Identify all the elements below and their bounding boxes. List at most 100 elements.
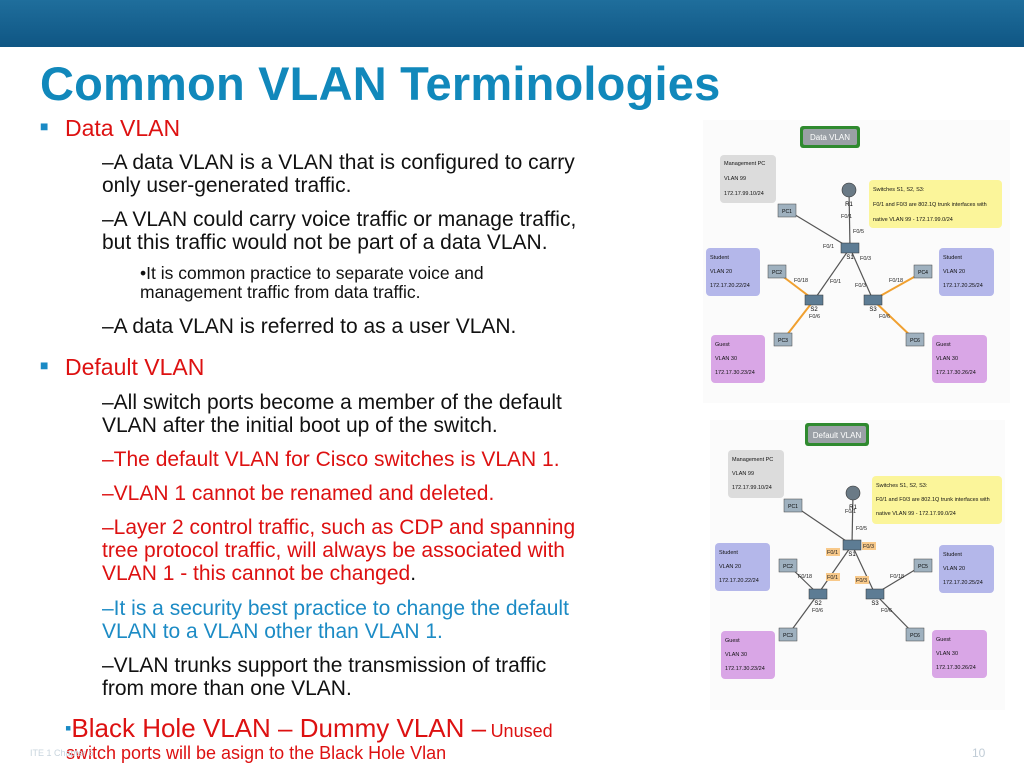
mgmt-pc-text: Management PC VLAN 99 172.17.99.10/24 [732,457,775,491]
pc1-icon [783,498,803,513]
student-left-text: Student VLAN 20 172.17.20.22/24 [710,255,750,289]
guest-right-text: Guest VLAN 30 172.17.30.26/24 [936,342,976,376]
default-vlan-item-2: –The default VLAN for Cisco switches is … [102,448,560,471]
port-label: F0/1 [830,279,841,285]
black-hole-vlan-item: ▪Black Hole VLAN – Dummy VLAN – Unused s… [65,713,553,763]
data-vlan-item-1-line-2: only user-generated traffic. [102,174,352,197]
pc2-label: PC2 [783,564,793,570]
pc6-label: PC6 [910,633,920,639]
data-vlan-heading: ■ Data VLAN [40,115,181,142]
pc5-icon [913,558,933,573]
default-vlan-item-4-line-2: tree protocol traffic, will always be as… [102,539,565,562]
port-label: F0/6 [879,314,890,320]
mgmt-pc-callout [728,450,784,498]
data-vlan-subitem-line-1: •It is common practice to separate voice… [140,263,484,283]
default-vlan-item-5-line-2: VLAN to a VLAN other than VLAN 1. [102,620,443,643]
port-label: F0/18 [890,574,904,580]
pc3-icon [773,332,793,347]
black-hole-vlan-tail: Unused [490,721,553,741]
topology-svg: Default VLAN Management PC VLAN 99 172.1… [715,423,1002,679]
switch-note-text: Switches S1, S2, S3: F0/1 and F0/3 are 8… [876,483,991,517]
switch-s3-label: S3 [871,601,879,607]
port-label: F0/3 [855,283,866,289]
port-label: F0/6 [812,608,823,614]
square-bullet-icon: ■ [40,118,49,134]
pc6-icon [905,332,925,347]
data-vlan-topology-diagram: Data VLAN Management PC VLAN 99 172.17.9… [703,120,1010,403]
switch-s1-icon [840,242,860,254]
default-vlan-heading: ■ Default VLAN [40,354,204,381]
port-label: F0/5 [856,526,867,532]
guest-right-callout [932,630,987,678]
pc3-label: PC3 [778,338,788,344]
student-left-text: Student VLAN 20 172.17.20.22/24 [719,550,759,584]
port-label: F0/18 [798,574,812,580]
port-label: F0/1 [841,214,852,220]
guest-left-callout [711,335,765,383]
port-label: F0/18 [889,278,903,284]
black-hole-bullet-icon: ▪ [65,718,72,738]
pc3-icon [778,627,798,642]
pc6-label: PC6 [910,338,920,344]
page-number: 10 [972,746,986,760]
student-left-callout [715,543,770,591]
student-left-callout [706,248,760,296]
pc2-icon [778,558,798,573]
port-label: F0/1 [823,244,834,250]
student-right-text: Student VLAN 20 172.17.20.25/24 [943,255,983,289]
switch-s2-icon [808,588,828,600]
router-label: R1 [849,505,857,511]
data-vlan-heading-text: Data VLAN [65,115,181,141]
pc2-icon [767,264,787,279]
slide-title: Common VLAN Terminologies [40,57,721,110]
default-vlan-topology-diagram: Default VLAN Management PC VLAN 99 172.1… [710,420,1005,710]
data-vlan-subitem: •It is common practice to separate voice… [140,264,484,302]
router-label: R1 [845,202,853,208]
data-vlan-item-1-line-1: –A data VLAN is a VLAN that is configure… [102,151,575,174]
default-vlan-item-6-line-1: –VLAN trunks support the transmission of… [102,654,547,677]
slide-content: ■ Data VLAN –A data VLAN is a VLAN that … [40,115,577,763]
footer-chapter-label: ITE 1 Chapter 6 [30,748,94,758]
guest-left-callout [721,631,775,679]
guest-left-text: Guest VLAN 30 172.17.30.23/24 [725,638,765,672]
student-right-text: Student VLAN 20 172.17.20.25/24 [943,552,983,586]
default-vlan-item-5: –It is a security best practice to chang… [102,597,569,643]
square-bullet-icon: ■ [40,357,49,373]
guest-left-text: Guest VLAN 30 172.17.30.23/24 [715,342,755,376]
pc2-label: PC2 [772,270,782,276]
data-vlan-item-3: –A data VLAN is referred to as a user VL… [102,315,517,338]
student-right-callout [939,248,994,296]
default-vlan-item-1: –All switch ports become a member of the… [102,391,562,437]
port-label: F0/6 [809,314,820,320]
port-label: F0/3 [863,544,874,550]
default-vlan-item-5-line-1: –It is a security best practice to chang… [102,597,569,620]
mgmt-pc-callout [720,155,776,203]
switch-s3-label: S3 [869,307,877,313]
data-vlan-item-1: –A data VLAN is a VLAN that is configure… [102,151,575,197]
switch-s2-icon [804,294,824,306]
port-label: F0/1 [827,575,838,581]
data-vlan-subitem-line-2: management traffic from data traffic. [140,282,421,302]
diagram-badge-label: Data VLAN [810,133,850,142]
default-vlan-item-4-line-3: VLAN 1 - this cannot be changed. [102,562,575,585]
port-label: F0/3 [856,578,867,584]
switch-s3-icon [865,588,885,600]
switch-note-callout [872,476,1002,524]
port-label: F0/1 [827,550,838,556]
pc6-icon [905,627,925,642]
port-label: F0/3 [860,256,871,262]
switch-s1-label: S1 [848,552,856,558]
guest-right-callout [932,335,987,383]
guest-right-text: Guest VLAN 30 172.17.30.26/24 [936,637,976,671]
topology-svg: Data VLAN Management PC VLAN 99 172.17.9… [706,126,1002,383]
data-vlan-item-2-line-1: –A VLAN could carry voice traffic or man… [102,208,577,231]
student-right-callout [939,545,994,593]
pc4-icon [913,264,933,279]
switch-s1-label: S1 [846,255,854,261]
default-vlan-item-6-line-2: from more than one VLAN. [102,677,352,700]
data-vlan-item-2-line-2: but this traffic would not be part of a … [102,231,548,254]
black-hole-vlan-heading: Black Hole VLAN – Dummy VLAN – [71,713,487,743]
default-vlan-item-1-line-1: –All switch ports become a member of the… [102,391,562,414]
default-vlan-item-4-line-1: –Layer 2 control traffic, such as CDP an… [102,516,576,539]
default-vlan-item-4-period: . [410,562,417,585]
